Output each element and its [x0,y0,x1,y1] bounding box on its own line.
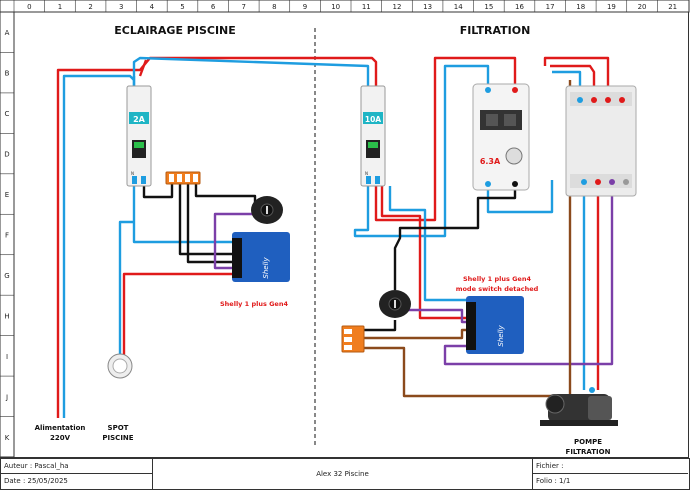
motor-out-black-wire [393,186,517,290]
right-switch-black-wire [352,320,397,332]
drawing-title: Alex 32 Piscine [316,470,369,478]
row-header-F: F [5,232,9,240]
motor-breaker-rating: 6.3A [480,157,501,166]
column-header-17: 17 [546,3,555,11]
column-header-11: 11 [362,3,371,11]
wago-relay-wire-2 [186,182,236,264]
row-headers: A B C D E F G H I J K [0,11,15,458]
column-header-12: 12 [392,3,401,11]
column-header-10: 10 [331,3,340,11]
row-header-B: B [5,70,10,78]
motor-breaker: 6.3A [472,83,530,191]
row-header-D: D [4,151,9,159]
title-block-file-cell: Fichier : Folio : 1/1 [533,459,688,489]
column-header-5: 5 [180,3,184,11]
breaker-motor-live-wire [374,56,517,222]
author-field: Auteur : Pascal_ha [1,459,152,474]
relay-left-label: Shelly 1 plus Gen4 [220,300,288,308]
column-header-3: 3 [119,3,123,11]
brown-return-wire [352,80,572,398]
relay-right-label-1: Shelly 1 plus Gen4 [463,275,531,283]
wago-connector-right [341,325,365,353]
breaker-10a: 10A N [360,85,386,187]
live-bridge-wire [138,59,148,77]
pump-label-2: FILTRATION [566,448,611,456]
left-wires [56,56,378,418]
spot-neutral-wire [118,220,134,356]
left-neutral-out-wire [132,186,236,244]
coil-violet-wire [443,182,614,366]
row-header-H: H [4,312,9,320]
contactor-feed-red-wire [543,56,610,98]
relay-spot-live-wire [122,272,236,356]
relay-live-feed-wire [380,186,470,320]
contactor [565,85,637,197]
right-wires [352,56,614,398]
date-field: Date : 25/05/2025 [4,477,68,485]
right-section-title: FILTRATION [460,24,531,37]
column-header-4: 4 [150,3,155,11]
breaker-2a: 2A N [126,85,152,187]
breaker-10a-rating: 10A [365,115,381,124]
column-header-15: 15 [484,3,493,11]
column-header-0: 0 [27,3,31,11]
column-header-20: 20 [638,3,647,11]
wago-relay-wire-1 [178,182,236,256]
pump-label-1: POMPE [574,438,602,446]
pool-spot-light [107,353,133,379]
row-header-G: G [4,272,9,280]
column-header-18: 18 [576,3,585,11]
relay-right-brand: Shelly [497,325,505,347]
column-header-21: 21 [668,3,677,11]
column-header-19: 19 [607,3,616,11]
supply-label-2: 220V [50,434,71,442]
title-block-title-cell: Alex 32 Piscine [153,459,533,489]
row-header-A: A [5,29,10,37]
left-section-title: ECLAIRAGE PISCINE [114,24,236,37]
column-header-1: 1 [58,3,62,11]
relay-left-brand: Shelly [262,257,270,279]
relay-right-label-2: mode switch detached [456,285,539,293]
supply-label-1: Alimentation [35,424,86,432]
shelly-relay-left: Shelly [232,232,290,282]
column-header-14: 14 [454,3,463,11]
column-header-7: 7 [242,3,246,11]
wago-connector-left [165,171,201,185]
row-header-C: C [5,110,10,118]
filtration-switch [379,290,411,318]
spot-label-2: PISCINE [102,434,133,442]
column-header-9: 9 [303,3,307,11]
contactor-feed-red-wire-2 [550,64,596,98]
row-header-J: J [5,393,8,401]
spot-label-1: SPOT [108,424,129,432]
breaker-10a-n-mark: N [365,171,368,176]
switch-relay-wire [213,212,262,270]
column-header-16: 16 [515,3,524,11]
shelly-relay-right: Shelly [466,296,524,354]
column-header-2: 2 [88,3,92,11]
title-block: Auteur : Pascal_ha Date : 25/05/2025 Ale… [0,458,690,490]
column-header-13: 13 [423,3,432,11]
file-field: Fichier : [533,459,688,474]
row-header-K: K [5,434,10,442]
filtration-pump [540,387,618,426]
row-header-E: E [5,191,9,199]
title-block-author-cell: Auteur : Pascal_ha Date : 25/05/2025 [1,459,153,489]
breaker-2a-rating: 2A [133,115,146,124]
column-header-8: 8 [272,3,276,11]
left-live-out-wire [142,182,174,199]
row-header-I: I [6,353,8,361]
breaker-2a-n-mark: N [131,171,134,176]
folio-field: Folio : 1/1 [536,477,571,485]
relay-neutral-feed-wire [388,186,470,302]
column-header-6: 6 [211,3,216,11]
light-switch-left [251,196,283,224]
